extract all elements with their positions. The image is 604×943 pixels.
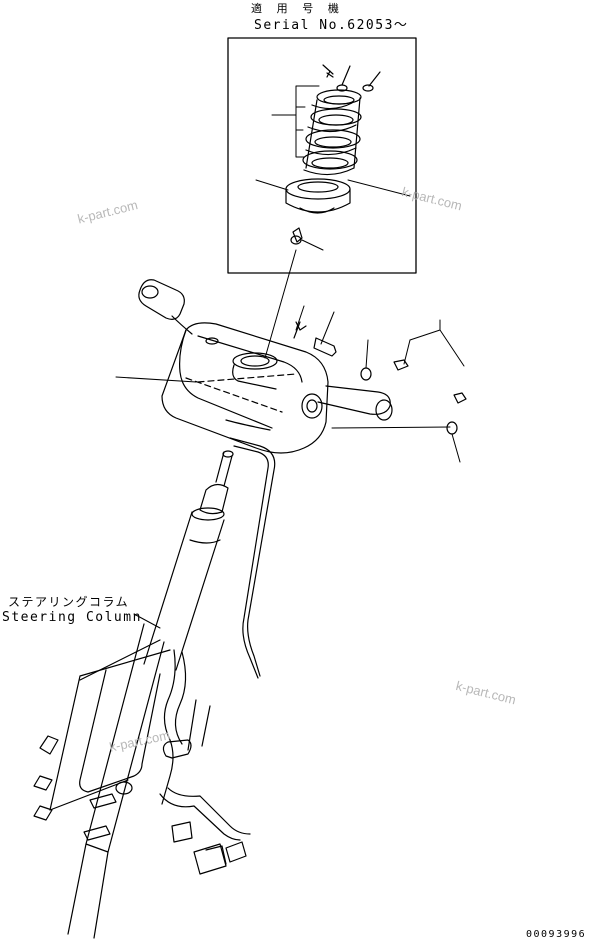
small-screw-icon bbox=[336, 65, 351, 92]
washer-icon bbox=[446, 421, 461, 463]
lever-icon bbox=[138, 279, 193, 335]
connector-icon bbox=[193, 843, 227, 875]
steering-column bbox=[143, 437, 276, 841]
bolt-icon bbox=[290, 227, 303, 245]
lever-icon bbox=[301, 385, 393, 421]
inset-detail-box bbox=[227, 37, 417, 274]
serial-number-label: Serial No.62053～ bbox=[254, 18, 409, 33]
connector-icon bbox=[225, 841, 247, 863]
collar-ring bbox=[285, 178, 351, 214]
bolt-icon bbox=[453, 392, 467, 404]
small-screw-icon bbox=[322, 64, 334, 78]
washer-stack bbox=[302, 89, 362, 176]
switch-body bbox=[161, 322, 329, 454]
mounting-bracket bbox=[33, 623, 171, 939]
drawing-number: 00093996 bbox=[526, 929, 587, 940]
washer-icon bbox=[360, 339, 372, 381]
bolt-icon bbox=[293, 305, 307, 339]
connector-icon bbox=[171, 821, 193, 843]
applicable-serial-label-jp: 適 用 号 機 bbox=[251, 2, 343, 15]
small-screw-icon bbox=[362, 71, 381, 92]
steering-column-label-en: Steering Column bbox=[2, 610, 142, 625]
steering-column-label-jp: ステアリングコラム bbox=[8, 595, 130, 609]
bolt-icon bbox=[393, 339, 411, 371]
bolt-icon bbox=[313, 311, 337, 357]
